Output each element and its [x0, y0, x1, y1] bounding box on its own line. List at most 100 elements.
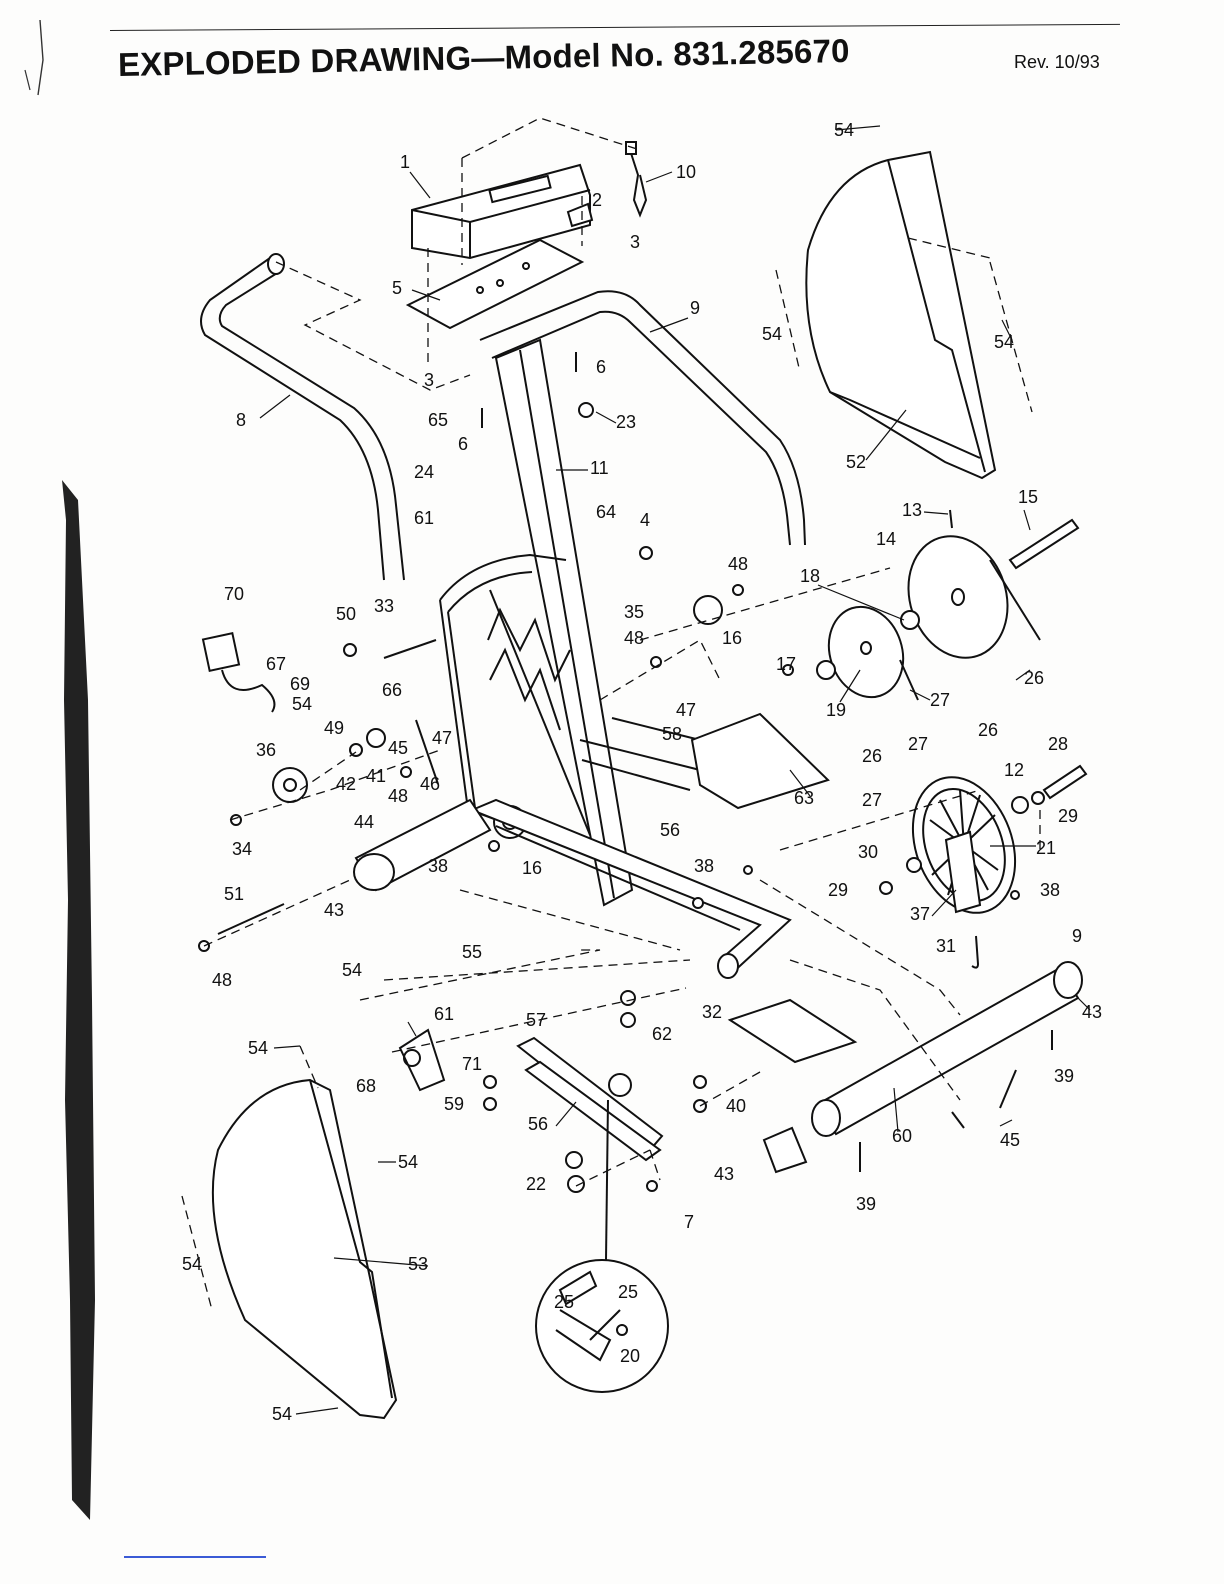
part-label: 61: [434, 1004, 454, 1024]
part-label: 22: [526, 1174, 546, 1194]
seat-post: [579, 717, 701, 791]
part-label: 65: [428, 410, 448, 430]
part-label: 27: [862, 790, 882, 810]
part-label: 38: [428, 856, 448, 876]
revision-date: Rev. 10/93: [1014, 52, 1100, 72]
part-label: 37: [910, 904, 930, 924]
part-label: 25: [618, 1282, 638, 1302]
fan-wheel: [911, 776, 1017, 914]
part-label: 6: [596, 357, 606, 377]
part-label: 48: [728, 554, 748, 574]
flywheel: [907, 535, 1041, 659]
scan-mark: [124, 1556, 266, 1558]
crank-sprocket: [272, 767, 308, 803]
part-label: 17: [776, 654, 796, 674]
assembly-lines: [181, 237, 1041, 1311]
part-label: 33: [374, 596, 394, 616]
part-label: 9: [1072, 926, 1082, 946]
scan-edge-shadow: [24, 19, 95, 1520]
left-handlebar: [200, 253, 405, 581]
part-label: 63: [794, 788, 814, 808]
part-label: 23: [616, 412, 636, 432]
part-label: 54: [398, 1152, 418, 1172]
part-label: 30: [858, 842, 878, 862]
part-label: 45: [388, 738, 408, 758]
seat: [690, 712, 830, 810]
part-label: 69: [290, 674, 310, 694]
left-shield: [211, 1078, 398, 1420]
part-label: 53: [408, 1254, 428, 1274]
part-label: 16: [522, 858, 542, 878]
part-label: 40: [726, 1096, 746, 1116]
part-label: 11: [590, 458, 609, 478]
front-stabilizer: [353, 798, 492, 892]
part-label: 41: [366, 766, 386, 786]
part-label: 54: [248, 1038, 268, 1058]
part-label: 9: [690, 298, 700, 318]
part-label: 38: [1040, 880, 1060, 900]
part-label: 43: [324, 900, 344, 920]
part-label: 29: [1058, 806, 1078, 826]
hardware: [198, 402, 1045, 1193]
part-label: 47: [432, 728, 452, 748]
part-label: 26: [862, 746, 882, 766]
part-label: 25: [554, 1292, 574, 1312]
part-label: 59: [444, 1094, 464, 1114]
part-label: 31: [936, 936, 956, 956]
label-leaders: [259, 125, 1091, 1415]
part-label: 54: [994, 332, 1014, 352]
part-label: 58: [662, 724, 682, 744]
ac-adapter: [201, 632, 276, 713]
part-label: 20: [620, 1346, 640, 1366]
pedal-plate: [727, 998, 858, 1064]
part-label: 66: [382, 680, 402, 700]
part-label: 24: [414, 462, 434, 482]
part-label: 54: [272, 1404, 292, 1424]
part-label: 54: [342, 960, 362, 980]
part-label: 46: [420, 774, 440, 794]
right-handlebar: [479, 290, 806, 546]
part-label: 34: [232, 839, 252, 859]
part-label: 54: [834, 120, 854, 140]
part-label: 32: [702, 1002, 722, 1022]
part-label: 51: [224, 884, 244, 904]
part-label: 39: [856, 1194, 876, 1214]
console: [411, 163, 591, 260]
part-label: 61: [414, 508, 434, 528]
part-label: 19: [826, 700, 846, 720]
rear-stabilizer: [762, 961, 1083, 1174]
part-label: 64: [596, 502, 616, 522]
motor-bracket: [398, 1028, 446, 1092]
part-label: 12: [1004, 760, 1024, 780]
part-label: 52: [846, 452, 866, 472]
flywheel-axle: [1008, 518, 1080, 570]
part-label: 6: [458, 434, 468, 454]
part-label: 5: [392, 278, 402, 298]
pulley-wheel: [827, 605, 919, 701]
part-label: 2: [592, 190, 602, 210]
part-label: 67: [266, 654, 286, 674]
part-label: 14: [876, 529, 896, 549]
part-label: 29: [828, 880, 848, 900]
part-label: 62: [652, 1024, 672, 1044]
part-label: 49: [324, 718, 344, 738]
part-label: 26: [1024, 668, 1044, 688]
part-label: 36: [256, 740, 276, 760]
fan-axle: [1042, 764, 1088, 800]
part-label: 1: [400, 152, 410, 172]
part-label: 54: [762, 324, 782, 344]
part-labels: 1 2 3 3 5 6 6 8 9 10 11 23 24 61 64 65 4…: [182, 120, 1102, 1424]
part-label: 28: [1048, 734, 1068, 754]
part-label: 60: [892, 1126, 912, 1146]
pulse-cable: [625, 141, 648, 218]
part-label: 27: [908, 734, 928, 754]
chain-detail-inset: [535, 1099, 669, 1393]
part-label: 39: [1054, 1066, 1074, 1086]
part-label: 68: [356, 1076, 376, 1096]
part-label: 13: [902, 500, 922, 520]
part-label: 3: [424, 370, 434, 390]
part-label: 56: [528, 1114, 548, 1134]
part-label: 7: [684, 1212, 694, 1232]
part-label: 70: [224, 584, 244, 604]
